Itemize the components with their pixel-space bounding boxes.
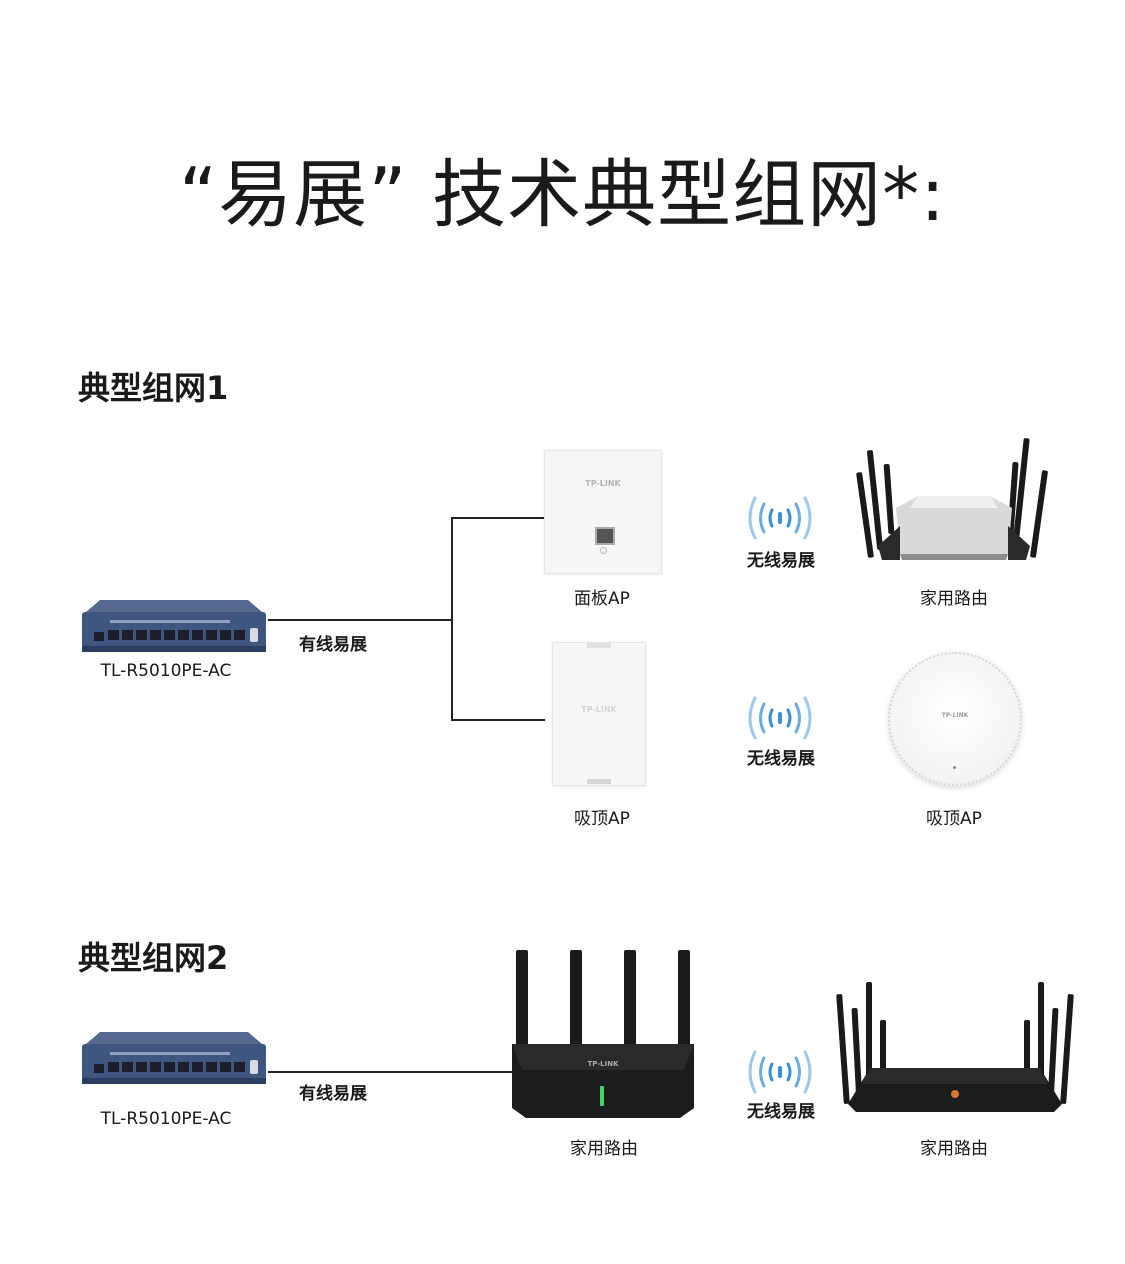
- panel-ap-brand: TP-LINK: [585, 479, 621, 488]
- wired-extend-label-2: 有线易展: [299, 1084, 367, 1104]
- ceiling-ap-label: 吸顶AP: [574, 809, 630, 829]
- ceiling-ap2-label: 吸顶AP: [926, 809, 982, 829]
- ceiling-ap-device: TP-LINK: [552, 642, 646, 786]
- home-router-device-3: [836, 980, 1074, 1116]
- wifi-signal-icon: [742, 694, 818, 742]
- ceiling-ap-brand: TP-LINK: [581, 705, 617, 714]
- switch-device: [80, 598, 268, 654]
- router-label-2: 家用路由: [570, 1139, 638, 1159]
- wifi-signal-icon: [742, 1048, 818, 1096]
- wifi-signal-icon: [742, 494, 818, 542]
- switch-label: TL-R5010PE-AC: [100, 661, 232, 681]
- ap-top-notch: [587, 643, 611, 648]
- router2-brand: TP-LINK: [587, 1060, 619, 1068]
- led-indicator: [600, 547, 607, 554]
- wireless-extend-label-3: 无线易展: [747, 1102, 815, 1122]
- wireless-extend-label-2: 无线易展: [747, 749, 815, 769]
- led-indicator: [953, 766, 956, 769]
- wired-extend-label: 有线易展: [299, 635, 367, 655]
- panel-ap-device: TP-LINK: [544, 450, 662, 574]
- switch-device-2: [80, 1030, 268, 1086]
- switch-label-2: TL-R5010PE-AC: [100, 1109, 232, 1129]
- round-ap-brand: TP-LINK: [941, 712, 969, 719]
- home-router-label: 家用路由: [920, 589, 988, 609]
- ap-bottom-notch: [587, 779, 611, 784]
- round-ceiling-ap-device: TP-LINK: [888, 652, 1022, 786]
- home-router-device-2: TP-LINK: [510, 948, 696, 1120]
- topology2-heading: 典型组网2: [78, 939, 229, 977]
- home-router-device: [856, 436, 1050, 566]
- topology1-heading: 典型组网1: [78, 369, 229, 407]
- panel-ap-label: 面板AP: [574, 589, 630, 609]
- router-label-3: 家用路由: [920, 1139, 988, 1159]
- rj45-port-icon: [595, 527, 615, 545]
- wireless-extend-label-1: 无线易展: [747, 551, 815, 571]
- page-title: “易展” 技术典型组网*:: [178, 152, 947, 238]
